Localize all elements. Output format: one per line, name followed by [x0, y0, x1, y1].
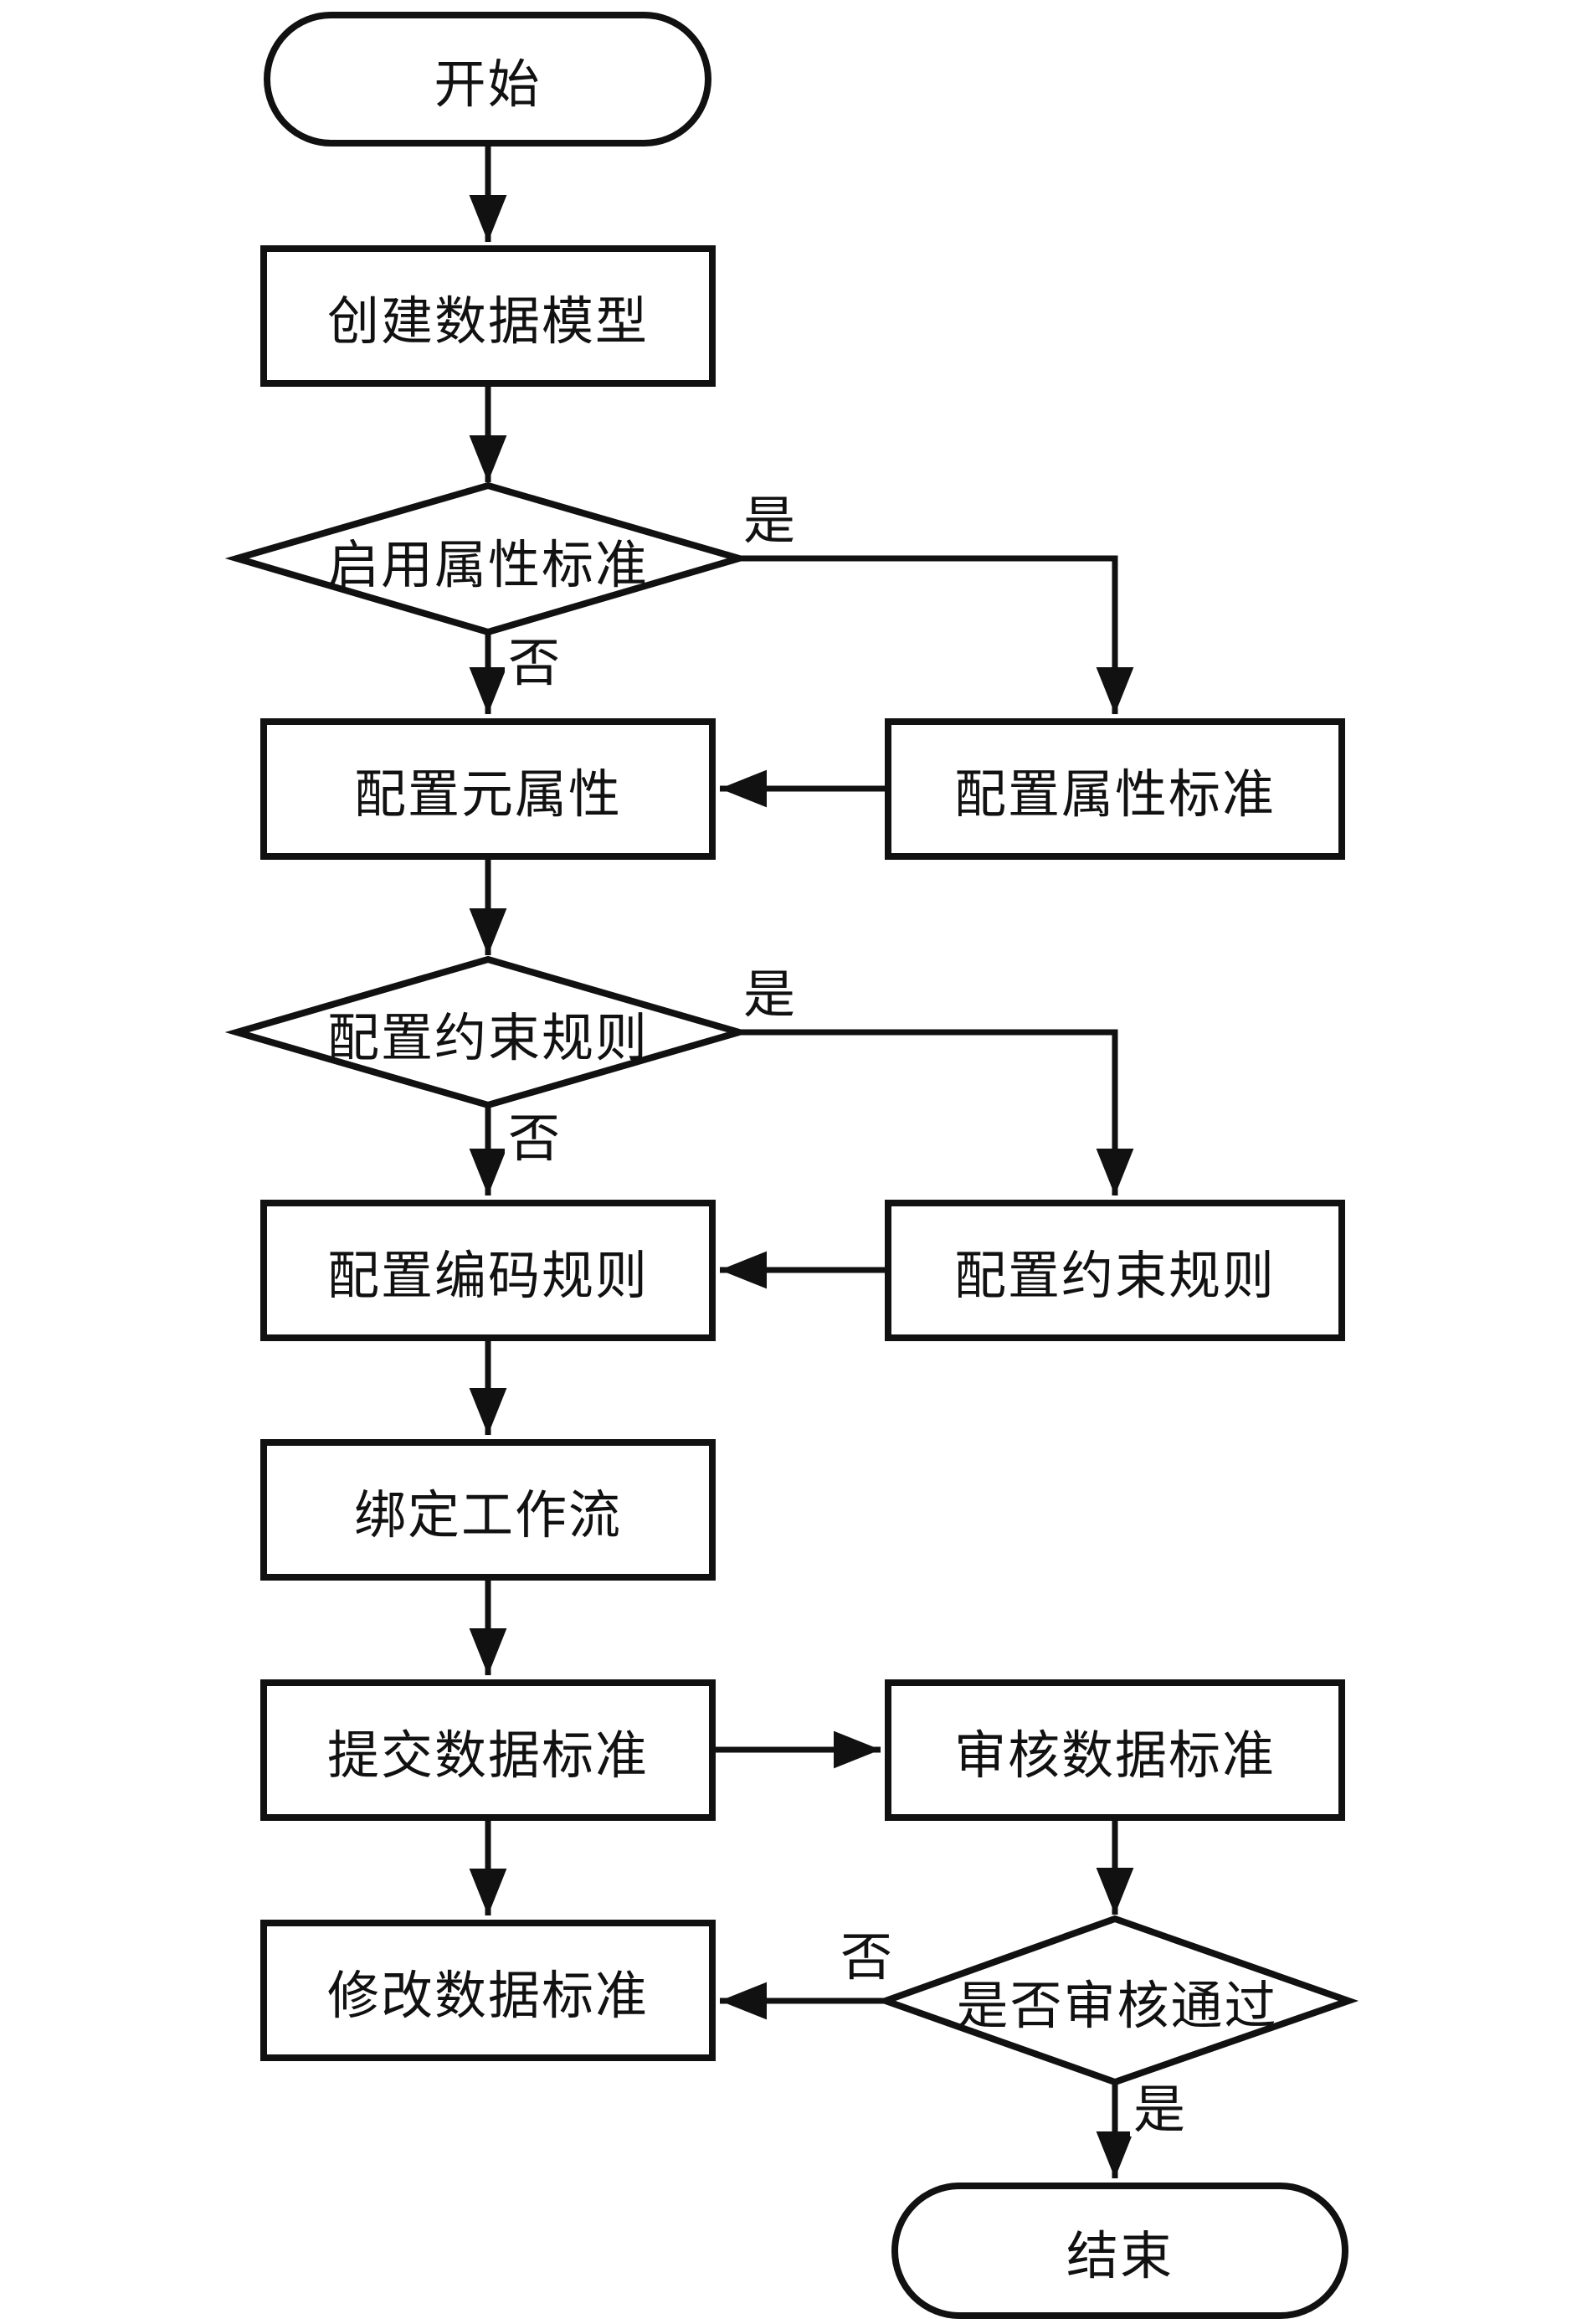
node-configure-attribute-standard: 配置属性标准	[885, 718, 1345, 860]
node-configure-encoding-rules: 配置编码规则	[260, 1200, 716, 1341]
edge-label-decision3-yes: 是	[1130, 2085, 1189, 2136]
decision-configure-constraint-rules-shape	[224, 955, 752, 1109]
node-decision-enable-attribute-standard: 启用属性标准	[326, 537, 649, 594]
edge-decision1-yes-to-attr-standard	[739, 555, 1134, 714]
node-bind-workflow: 绑定工作流	[260, 1439, 716, 1581]
decision-review-passed-shape	[876, 1915, 1359, 2086]
node-modify-data-standard: 修改数据标准	[260, 1920, 716, 2061]
decision-enable-attribute-standard-shape	[224, 481, 752, 636]
node-submit-data-standard: 提交数据标准	[260, 1679, 716, 1821]
node-configure-constraint-rules: 配置约束规则	[885, 1200, 1345, 1341]
edge-label-decision1-no: 否	[505, 638, 564, 690]
edge-decision2-yes-to-constraint-rules	[739, 1029, 1134, 1195]
edge-label-decision2-no: 否	[505, 1113, 564, 1165]
node-review-data-standard: 审核数据标准	[885, 1679, 1345, 1821]
node-decision-configure-constraint-rules: 配置约束规则	[326, 1010, 649, 1067]
edge-label-decision1-yes: 是	[740, 496, 799, 548]
edge-label-decision2-yes: 是	[740, 969, 799, 1021]
edge-label-decision3-no: 否	[837, 1932, 896, 1984]
node-create-data-model: 创建数据模型	[260, 245, 716, 387]
node-decision-review-passed: 是否审核通过	[956, 1977, 1278, 2035]
node-start: 开始	[264, 12, 711, 147]
node-configure-meta-attributes: 配置元属性	[260, 718, 716, 860]
node-end: 结束	[891, 2183, 1348, 2319]
